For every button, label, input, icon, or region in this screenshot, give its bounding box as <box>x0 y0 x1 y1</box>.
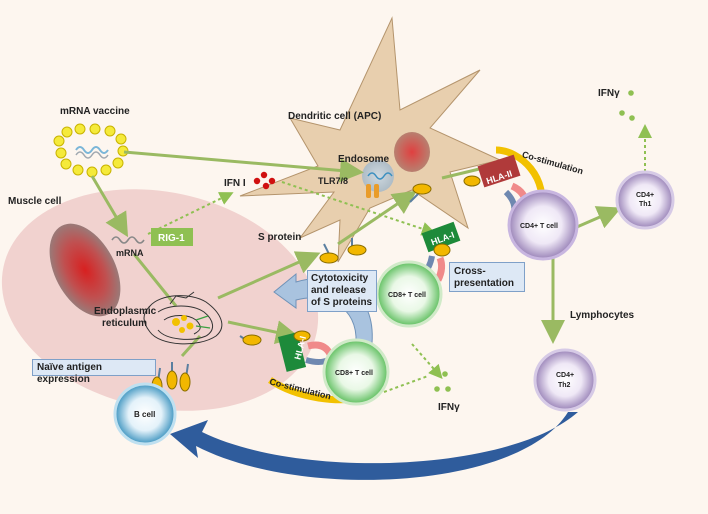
line-mrna-to-er <box>132 253 178 307</box>
cd4-th1-label-line2: Th1 <box>639 201 652 208</box>
cd4-t-label: CD4+ T cell <box>520 223 558 230</box>
cd4-th2-label-line2: Th2 <box>558 382 571 389</box>
dendritic-cell <box>239 16 502 263</box>
er-label-line2: reticulum <box>102 318 147 329</box>
cross-line1: Cross- <box>454 266 486 277</box>
ifn-i-molecules <box>253 171 276 190</box>
tlr-label: TLR7/8 <box>318 176 348 186</box>
ifng-top-label: IFNγ <box>598 88 620 99</box>
dendritic-cell-label: Dendritic cell (APC) <box>288 111 381 122</box>
muscle-nucleus <box>49 223 121 317</box>
mrna-vaccine-label: mRNA vaccine <box>60 106 130 117</box>
endosome <box>362 160 394 192</box>
cd4-th1-label-line1: CD4+ <box>636 192 654 199</box>
mrna-vaccine-lnp <box>53 123 129 178</box>
ifng-bottom-label: IFNγ <box>438 402 460 413</box>
dendritic-nucleus <box>394 132 430 172</box>
arrow-vaccine-to-endosome <box>123 150 364 183</box>
ifng-molecules-top <box>619 90 635 121</box>
cytotoxicity-box: Cytotoxicity and release of S proteins <box>307 270 377 312</box>
dashed-cd8left-to-ifng <box>383 375 429 393</box>
th2-to-bcell-arrow <box>170 412 578 480</box>
cytotoxicity-line3: of S proteins <box>311 297 373 308</box>
s-protein-1 <box>319 243 339 264</box>
s-protein-3 <box>239 334 262 346</box>
b-cell-label: B cell <box>134 410 155 419</box>
cd4-th2-label-line1: CD4+ <box>556 372 574 379</box>
endosome-mrna <box>367 172 393 180</box>
tlr-receptor-1 <box>366 184 371 198</box>
s-protein-dc <box>409 183 432 203</box>
costim-bottom-label: Co-stimulation <box>268 376 332 401</box>
cross-line2: presentation <box>454 278 515 289</box>
cd8-t-cell-right <box>375 260 443 328</box>
s-protein-dc-2 <box>463 175 481 187</box>
cytotoxicity-line1: Cytotoxicity <box>311 273 369 284</box>
cd8-t-left-label: CD8+ T cell <box>335 370 373 377</box>
rig1-box <box>151 228 193 246</box>
lymphocytes-label: Lymphocytes <box>570 310 635 321</box>
b-cell <box>113 382 177 446</box>
cytotoxicity-line2: and release <box>311 285 367 296</box>
rig1-label: RIG-1 <box>158 233 185 244</box>
tlr-receptor-2 <box>374 184 379 198</box>
ifn-i-label: IFN I <box>224 178 246 189</box>
cd8-t-right-label: CD8+ T cell <box>388 292 426 299</box>
ifng-molecules-bottom <box>434 371 451 392</box>
dashed-ifn-to-hla <box>281 181 436 236</box>
naive-antigen-box: Naïve antigen expression <box>32 359 156 385</box>
arrow-er-to-hla <box>227 320 300 345</box>
cross-presentation-box: Cross- presentation <box>449 262 525 292</box>
mrna-strand <box>111 236 145 244</box>
line-er-to-naive <box>180 334 202 358</box>
arrow-vaccine-to-muscle <box>90 175 129 238</box>
arrow-er-to-sprotein <box>217 251 321 300</box>
endosome-label: Endosome <box>338 154 390 165</box>
cd4-th2-cell <box>533 348 597 412</box>
er-label-line1: Endoplasmic <box>94 306 157 317</box>
s-protein-label: S protein <box>258 232 301 243</box>
muscle-cell-label: Muscle cell <box>8 196 62 207</box>
arrow-sprotein-to-dc <box>337 190 417 246</box>
mrna-label: mRNA <box>116 248 144 258</box>
naive-antigen-label: Naïve antigen expression <box>37 362 103 385</box>
s-protein-2 <box>347 238 367 256</box>
dashed-cd8-to-ifng <box>411 343 443 380</box>
cd4-th1-cell <box>615 170 675 230</box>
cd8-t-cell-left <box>322 338 390 406</box>
er-ribosomes <box>172 315 211 333</box>
cd4-t-cell <box>507 189 579 261</box>
